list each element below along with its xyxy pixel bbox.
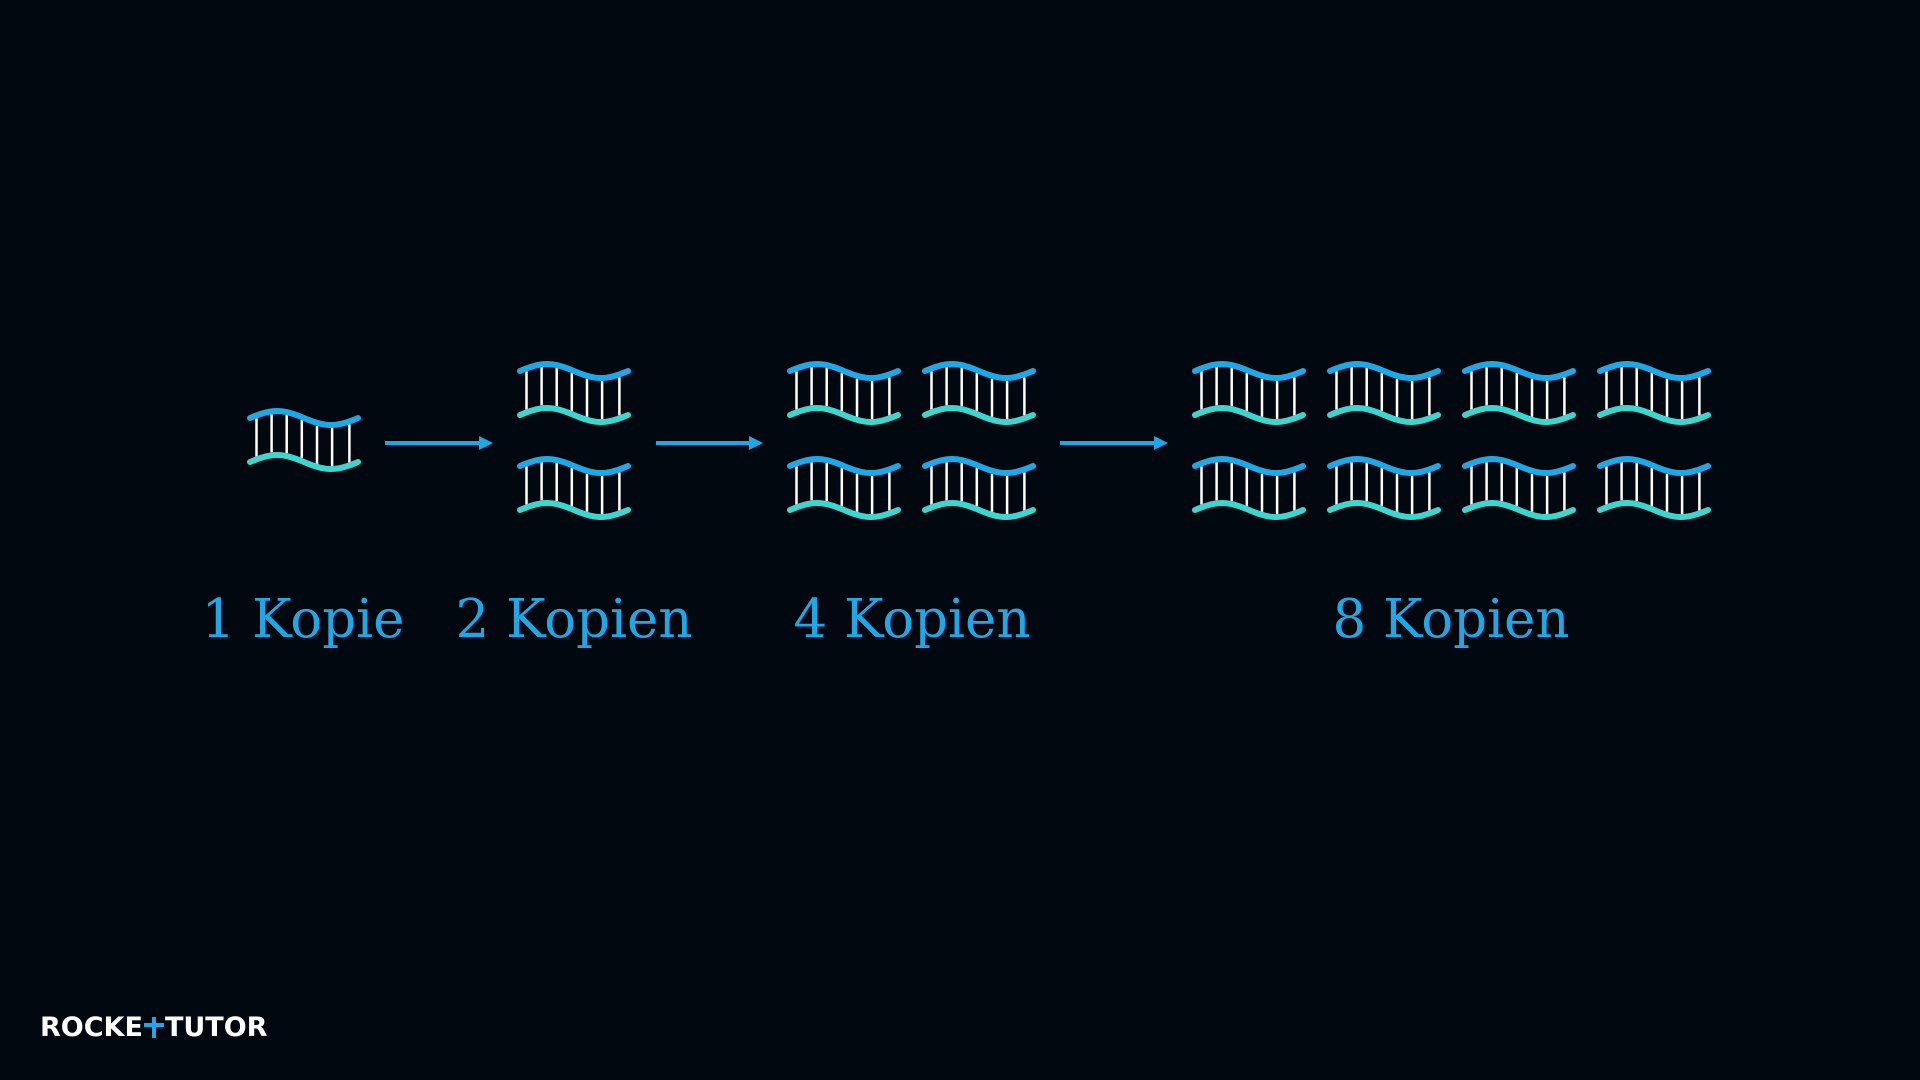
logo-text-part1: ROCKE	[40, 1011, 143, 1043]
helix-bottom-strand	[1192, 404, 1306, 426]
dna-helix-icon	[1327, 360, 1441, 426]
helix-bottom-strand	[787, 404, 901, 426]
helix-bottom-strand	[1597, 404, 1711, 426]
dna-helix-icon	[922, 360, 1036, 426]
arrow-right-icon	[656, 436, 763, 450]
dna-helix-icon	[1597, 360, 1711, 426]
label-1-kopie: 1 Kopie	[202, 589, 405, 650]
arrow-right-icon	[1060, 436, 1168, 450]
arrow-right-icon	[385, 436, 493, 450]
label-8-kopien: 8 Kopien	[1332, 589, 1569, 650]
dna-helix-icon	[247, 407, 361, 473]
label-layer: 1 Kopie 2 Kopien 4 Kopien 8 Kopien	[202, 589, 1570, 650]
rockettutor-logo: ROCKE TUTO R	[40, 1011, 268, 1043]
logo-text-part2: TUTO	[164, 1011, 247, 1043]
dna-helix-icon	[517, 455, 631, 521]
helix-bottom-strand	[922, 404, 1036, 426]
logo-text-part3: R	[246, 1011, 268, 1043]
helix-layer	[247, 360, 1711, 521]
helix-top-strand	[787, 360, 901, 382]
helix-bottom-strand	[247, 451, 361, 473]
helix-bottom-strand	[517, 404, 631, 426]
plus-icon	[143, 1015, 164, 1039]
arrow-head	[749, 436, 763, 450]
helix-top-strand	[1327, 360, 1441, 382]
helix-top-strand	[922, 360, 1036, 382]
helix-bottom-strand	[517, 499, 631, 521]
dna-helix-icon	[1327, 455, 1441, 521]
helix-bottom-strand	[1192, 499, 1306, 521]
helix-top-strand	[1192, 360, 1306, 382]
dna-helix-icon	[1192, 360, 1306, 426]
helix-top-strand	[517, 455, 631, 477]
helix-top-strand	[787, 455, 901, 477]
helix-top-strand	[517, 360, 631, 382]
dna-helix-icon	[1192, 455, 1306, 521]
arrow-head	[1154, 436, 1168, 450]
helix-top-strand	[1597, 360, 1711, 382]
helix-top-strand	[1597, 455, 1711, 477]
helix-top-strand	[1327, 455, 1441, 477]
dna-helix-icon	[922, 455, 1036, 521]
arrow-head	[479, 436, 493, 450]
helix-bottom-strand	[1462, 499, 1576, 521]
helix-bottom-strand	[1327, 404, 1441, 426]
helix-bottom-strand	[1597, 499, 1711, 521]
dna-helix-icon	[1597, 455, 1711, 521]
helix-bottom-strand	[787, 499, 901, 521]
dna-helix-icon	[787, 455, 901, 521]
helix-bottom-strand	[1462, 404, 1576, 426]
helix-top-strand	[922, 455, 1036, 477]
helix-bottom-strand	[922, 499, 1036, 521]
helix-top-strand	[1192, 455, 1306, 477]
helix-top-strand	[1462, 360, 1576, 382]
arrow-layer	[385, 436, 1168, 450]
dna-helix-icon	[517, 360, 631, 426]
label-4-kopien: 4 Kopien	[793, 589, 1030, 650]
dna-helix-icon	[787, 360, 901, 426]
helix-top-strand	[1462, 455, 1576, 477]
dna-helix-icon	[1462, 360, 1576, 426]
helix-bottom-strand	[1327, 499, 1441, 521]
helix-top-strand	[247, 407, 361, 429]
label-2-kopien: 2 Kopien	[455, 589, 692, 650]
dna-helix-icon	[1462, 455, 1576, 521]
